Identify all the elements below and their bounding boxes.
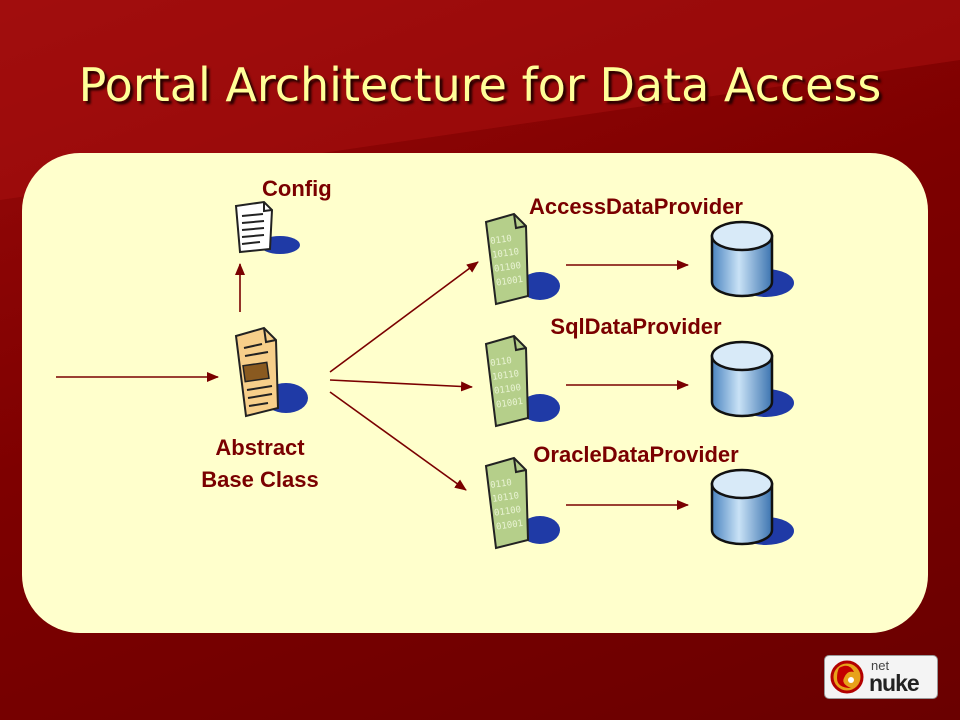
svg-text:01100: 01100 <box>494 505 522 519</box>
abstract-base-class-label: Abstract Base Class <box>160 432 360 496</box>
abstract-base-class-label-line1: Abstract <box>215 435 305 460</box>
oracle-binary-document-icon: 0110 10110 01100 01001 <box>484 456 560 550</box>
svg-text:0110: 0110 <box>490 234 513 247</box>
logo-emblem-icon <box>830 660 864 694</box>
svg-text:10110: 10110 <box>492 369 520 383</box>
class-document-icon <box>234 326 308 418</box>
sql-data-provider-label: SqlDataProvider <box>550 314 722 339</box>
svg-text:10110: 10110 <box>492 247 520 261</box>
svg-text:0110: 0110 <box>490 356 513 369</box>
svg-text:01100: 01100 <box>494 261 522 275</box>
logo-nuke-text: nuke <box>869 670 920 696</box>
access-data-provider-label: AccessDataProvider <box>528 194 743 219</box>
svg-text:10110: 10110 <box>492 491 520 505</box>
arrow-to-access-provider <box>329 261 479 373</box>
sql-binary-document-icon: 0110 10110 01100 01001 <box>484 334 560 428</box>
config-document-icon <box>234 200 300 254</box>
oracle-database-icon <box>710 468 794 546</box>
access-database-icon <box>710 220 794 298</box>
arrow-to-sql-provider <box>329 379 473 392</box>
svg-text:0110: 0110 <box>490 478 513 491</box>
config-label: Config <box>262 176 332 201</box>
logo-net-text: net <box>871 658 890 673</box>
svg-text:01001: 01001 <box>495 519 523 533</box>
dotnetnuke-logo: net nuke <box>824 655 938 699</box>
arrow-to-oracle-provider <box>329 391 467 491</box>
svg-text:01100: 01100 <box>494 383 522 397</box>
sql-database-icon <box>710 340 794 418</box>
slide-title: Portal Architecture for Data Access <box>78 58 882 112</box>
svg-text:01001: 01001 <box>495 275 523 289</box>
svg-text:01001: 01001 <box>495 397 523 411</box>
access-binary-document-icon: 0110 10110 01100 01001 <box>484 212 560 306</box>
abstract-base-class-label-line2: Base Class <box>201 467 319 492</box>
oracle-data-provider-label: OracleDataProvider <box>533 442 739 467</box>
